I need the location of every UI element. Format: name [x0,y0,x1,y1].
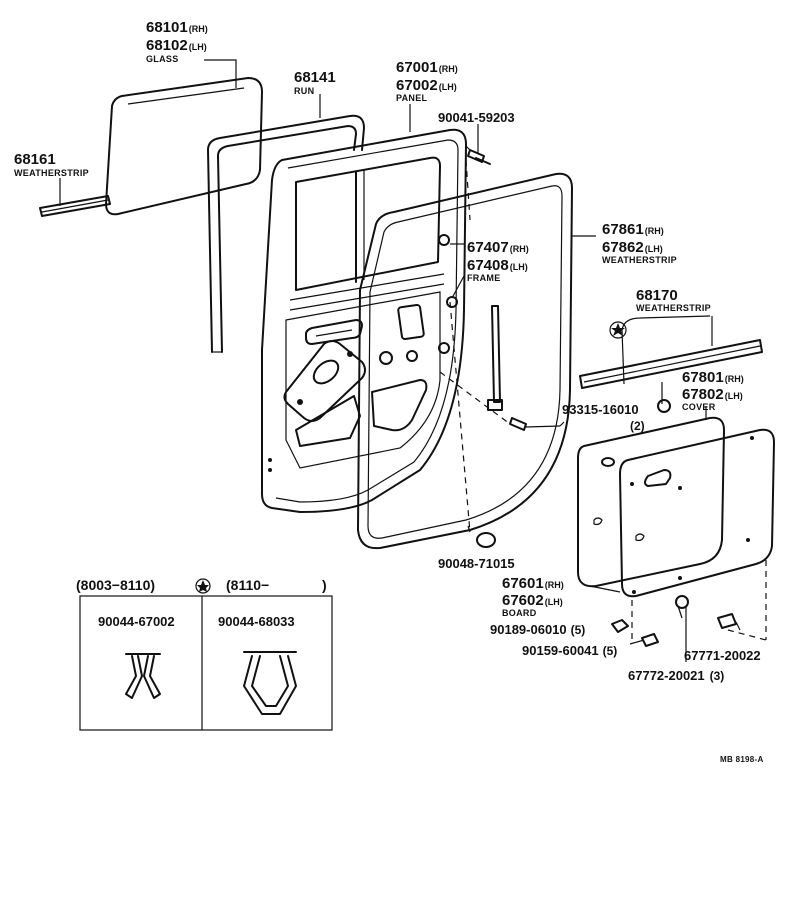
inset-left-part: 90044-67002 [98,614,175,629]
door-panel-part[interactable] [261,128,467,513]
board-label-lh: 67602(LH) [502,592,563,609]
inset-right-header: (8110− [226,577,269,593]
leader-lines [59,59,767,641]
grommet-label: 90048-71015 [438,556,515,571]
clip-b-part[interactable] [675,595,689,662]
inset-left-header: (8003−8110) [76,577,155,593]
screw-part[interactable] [509,417,561,431]
door-weatherstrip-label-lh: 67862(LH) [602,239,663,256]
glass-part[interactable] [105,77,263,216]
inset-star-icon [195,578,211,594]
cover-label: 67801(RH) [682,369,744,386]
glass-name: GLASS [146,54,179,64]
door-weatherstrip-name: WEATHERSTRIP [602,255,677,265]
frame-label: 67407(RH) [467,239,529,256]
board-part[interactable] [619,428,775,598]
clip-a-label: 67771-20022 [684,648,761,663]
run-channel-part[interactable] [207,114,365,353]
door-weatherstrip-label: 67861(RH) [602,221,664,238]
cover-label-lh: 67802(LH) [682,386,743,403]
outer-weatherstrip-label: 68170 [636,287,678,304]
panel-label-lh: 67002(LH) [396,77,457,94]
belt-weatherstrip-name: WEATHERSTRIP [14,168,89,178]
frame-name: FRAME [467,273,501,283]
inset-right-part: 90044-68033 [218,614,295,629]
bolt2-part[interactable] [629,633,659,647]
clip-inset-box [79,578,333,731]
frame-part[interactable] [438,234,503,411]
cover-name: COVER [682,402,716,412]
nut-label: 90189-06010(5) [490,622,585,637]
clip-b-label: 67772-20021(3) [628,668,724,683]
frame-label-lh: 67408(LH) [467,257,528,274]
board-name: BOARD [502,608,537,618]
inset-right-close: ) [322,577,327,593]
grommet-part[interactable] [476,532,496,548]
glass-label: 68101(RH) [146,19,208,36]
clip-68033-icon [243,651,297,715]
screw-qty: (2) [630,419,645,433]
belt-weatherstrip-label: 68161 [14,151,56,168]
bolt-label: 90041-59203 [438,110,515,125]
outer-weatherstrip-name: WEATHERSTRIP [636,303,711,313]
screw-label: 93315-16010 [562,402,639,417]
bolt-part[interactable] [465,145,491,165]
star-marker-icon [609,321,627,339]
diagram-code: MB 8198-A [720,755,764,764]
belt-weatherstrip-part[interactable] [39,195,111,217]
cover-part[interactable] [577,399,725,588]
door-weatherstrip-part[interactable] [357,172,573,550]
run-label: 68141 [294,69,336,86]
outer-weatherstrip-part[interactable] [579,315,763,389]
glass-label-lh: 68102(LH) [146,37,207,54]
panel-label: 67001(RH) [396,59,458,76]
run-name: RUN [294,86,314,96]
clip-67002-icon [125,653,161,699]
board-label: 67601(RH) [502,575,564,592]
bolt2-label: 90159-60041(5) [522,643,617,658]
nut-part[interactable] [611,619,629,633]
panel-name: PANEL [396,93,428,103]
clip-a-part[interactable] [717,613,741,631]
